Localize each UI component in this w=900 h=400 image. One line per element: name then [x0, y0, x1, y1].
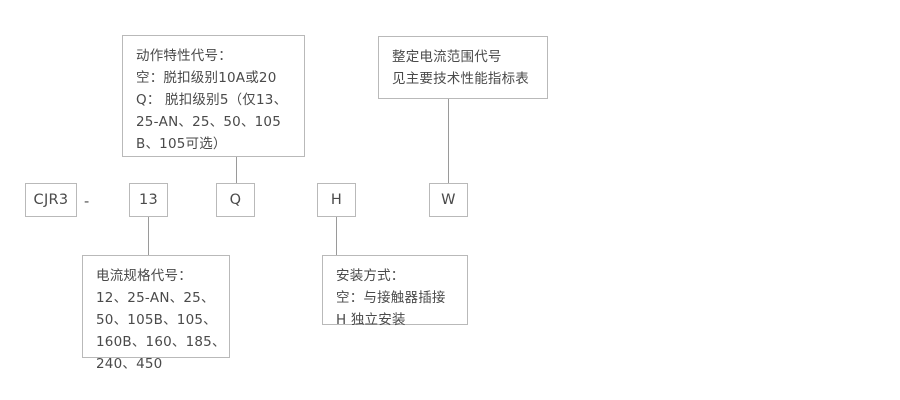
annotation-current-spec: 电流规格代号： 12、25-AN、25、 50、105B、105、 160B、1…	[82, 255, 230, 372]
leader-line-mounting-method	[336, 217, 337, 255]
leader-line-action-characteristic	[236, 157, 237, 183]
code-box-setting-current-range: W	[429, 183, 468, 217]
code-separator-dash: -	[84, 194, 90, 210]
leader-line-setting-current-range	[448, 99, 449, 183]
annotation-mounting-method: 安装方式： 空：与接触器插接 H 独立安装	[322, 255, 468, 328]
code-box-action-characteristic: Q	[216, 183, 255, 217]
leader-line-current-spec	[148, 217, 149, 255]
code-box-series: CJR3	[25, 183, 77, 217]
annotation-setting-current-range: 整定电流范围代号 见主要技术性能指标表	[378, 36, 548, 99]
code-box-current-spec: 13	[129, 183, 168, 217]
annotation-action-characteristic: 动作特性代号： 空：脱扣级别10A或20 Q： 脱扣级别5（仅13、 25-AN…	[122, 35, 305, 157]
code-box-mounting-method: H	[317, 183, 356, 217]
